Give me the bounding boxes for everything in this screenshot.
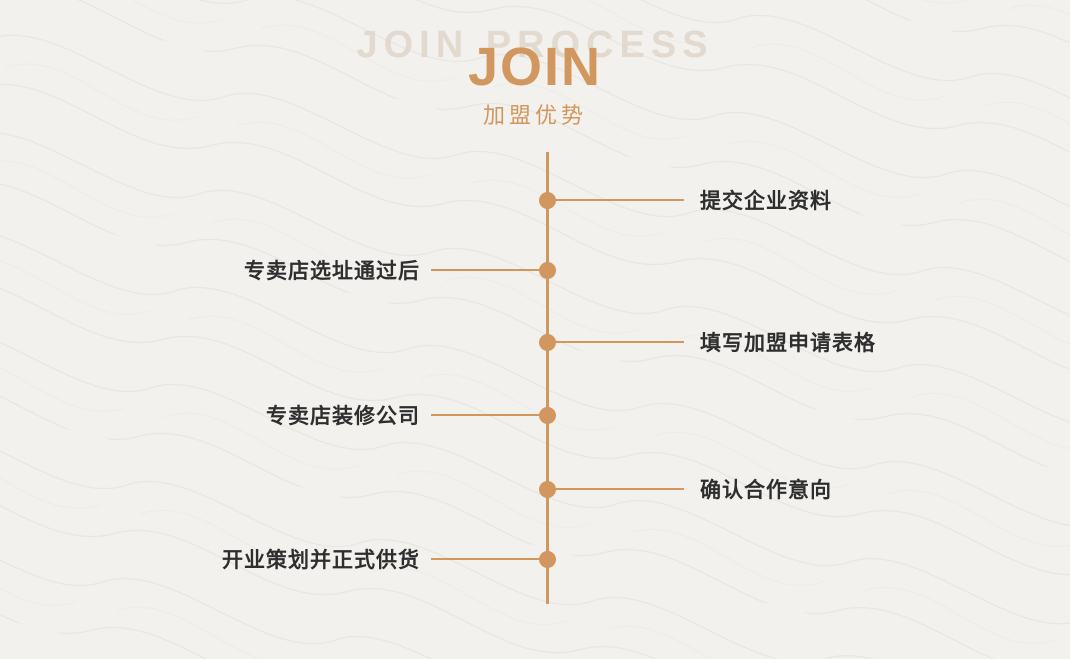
step-label: 专卖店装修公司: [266, 405, 420, 428]
timeline-dot: [539, 334, 556, 351]
timeline-axis: [546, 152, 549, 604]
timeline-connector: [431, 558, 543, 560]
step-label: 开业策划并正式供货: [222, 549, 420, 572]
timeline-dot: [539, 481, 556, 498]
step-label: 确认合作意向: [700, 479, 832, 502]
page-subtitle: 加盟优势: [482, 103, 587, 128]
timeline-connector: [552, 341, 684, 343]
ghost-title: JOIN PROCESS: [356, 24, 714, 66]
page-title: JOIN: [467, 37, 603, 97]
timeline-connector: [552, 199, 684, 201]
timeline-dot: [539, 192, 556, 209]
step-label: 提交企业资料: [700, 190, 832, 213]
timeline-dot: [539, 407, 556, 424]
timeline-dot: [539, 262, 556, 279]
timeline-connector: [552, 488, 684, 490]
timeline-connector: [431, 414, 543, 416]
timeline-dot: [539, 551, 556, 568]
timeline-connector: [431, 269, 543, 271]
step-label: 填写加盟申请表格: [700, 332, 876, 355]
step-label: 专卖店选址通过后: [244, 260, 420, 283]
